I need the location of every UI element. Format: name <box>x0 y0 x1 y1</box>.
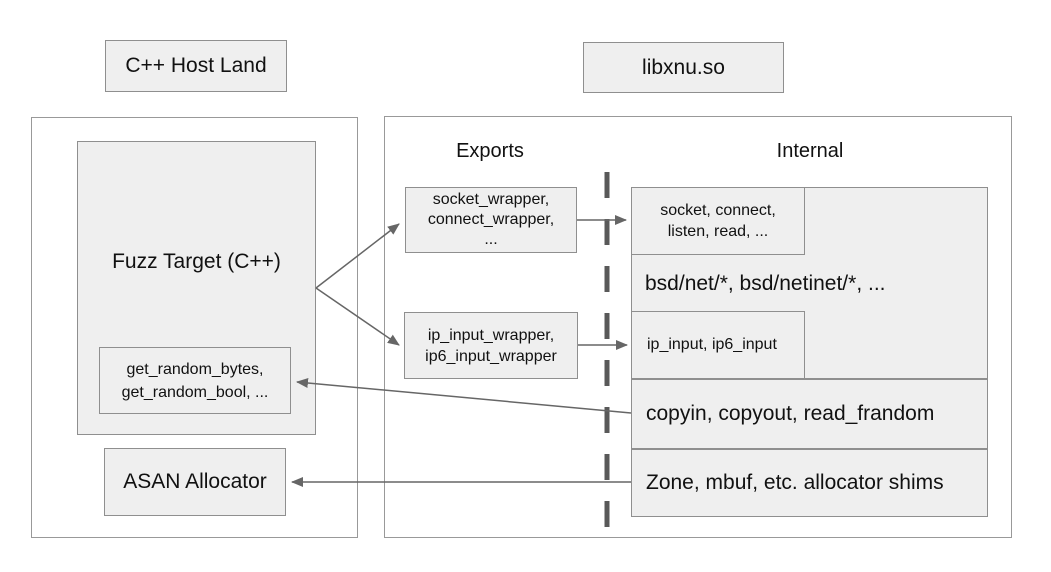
zone-shims-label: Zone, mbuf, etc. allocator shims <box>646 471 944 494</box>
socket-internal-line-2: listen, read, ... <box>667 223 769 240</box>
asan-allocator-box: ASAN Allocator <box>104 448 286 516</box>
copyin-label: copyin, copyout, read_frandom <box>646 402 935 425</box>
ip-wrapper-line-2: ip6_input_wrapper <box>425 347 557 365</box>
socket-wrapper-line-3: ... <box>484 231 498 248</box>
libxnu-label: libxnu.so <box>642 55 725 79</box>
internal-header: Internal <box>776 140 844 162</box>
copyin-box: copyin, copyout, read_frandom <box>631 379 988 449</box>
libxnu-label-box: libxnu.so <box>583 42 784 93</box>
fuzz-target-label: Fuzz Target (C++) <box>112 250 281 273</box>
ip-internal-box: ip_input, ip6_input <box>631 311 805 379</box>
ip-wrapper-line-1: ip_input_wrapper, <box>427 326 555 344</box>
exports-header: Exports <box>456 140 524 162</box>
socket-wrapper-line-1: socket_wrapper, <box>432 191 550 208</box>
get-random-box: get_random_bytes, get_random_bool, ... <box>99 347 291 414</box>
get-random-line-1: get_random_bytes, <box>126 360 264 378</box>
socket-wrapper-line-2: connect_wrapper, <box>427 211 555 228</box>
host-land-label: C++ Host Land <box>125 54 267 77</box>
socket-wrapper-box: socket_wrapper, connect_wrapper, ... <box>405 187 577 253</box>
socket-internal-box: socket, connect, listen, read, ... <box>631 187 805 255</box>
zone-shims-box: Zone, mbuf, etc. allocator shims <box>631 449 988 517</box>
bsd-net-label: bsd/net/*, bsd/netinet/*, ... <box>645 272 886 295</box>
ip-internal-label: ip_input, ip6_input <box>647 336 777 353</box>
get-random-line-2: get_random_bool, ... <box>121 383 269 401</box>
host-land-label-box: C++ Host Land <box>105 40 287 92</box>
asan-allocator-label: ASAN Allocator <box>123 470 267 493</box>
socket-internal-line-1: socket, connect, <box>660 202 776 219</box>
ip-input-wrapper-box: ip_input_wrapper, ip6_input_wrapper <box>404 312 578 379</box>
